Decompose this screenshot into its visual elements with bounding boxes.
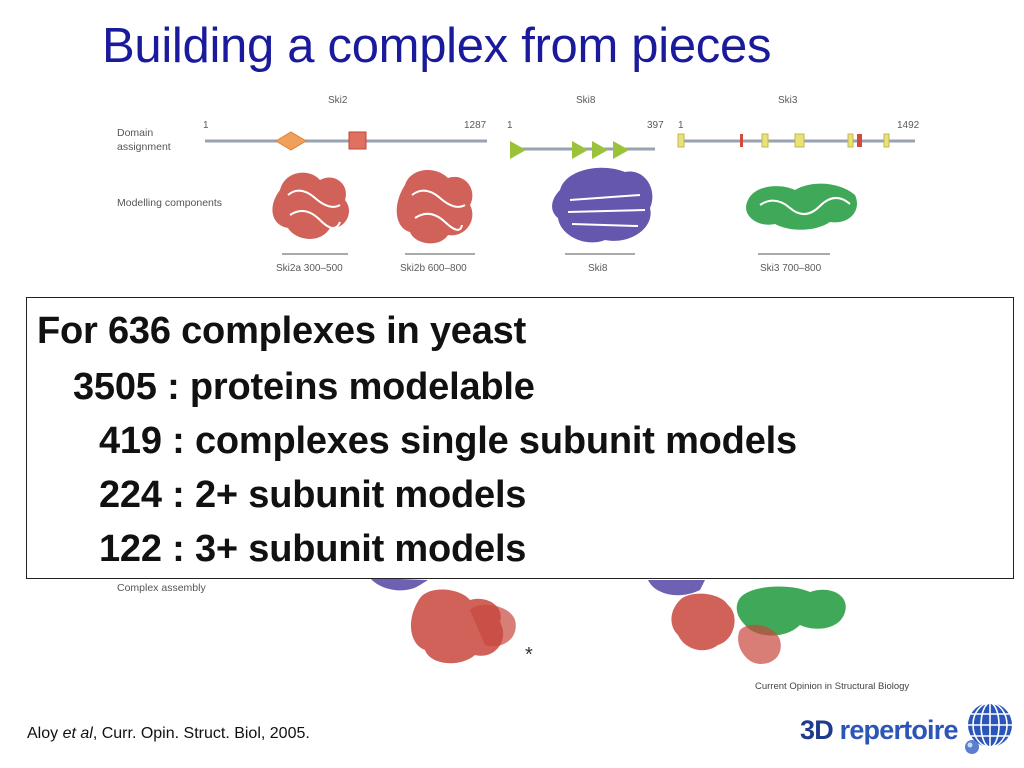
stats-line-3plus: 122 : 3+ subunit models [99, 528, 527, 570]
3d-repertoire-logo: 3D repertoire [800, 702, 1015, 761]
row-label-domain-2: assignment [117, 141, 171, 153]
ski3-tpr-motif [677, 133, 685, 148]
citation-journal: , Curr. Opin. Struct. Biol, 2005. [92, 725, 310, 742]
ski2b-structure [396, 169, 473, 244]
slide-title: Building a complex from pieces [102, 19, 772, 73]
ski3-end: 1492 [897, 120, 920, 131]
ski8-end: 397 [647, 120, 664, 131]
logo-repertoire: repertoire [839, 715, 959, 745]
ski3-tpr-motif [847, 133, 854, 148]
citation: Aloy et al, Curr. Opin. Struct. Biol, 20… [27, 725, 310, 743]
logo-text: 3D repertoire [800, 715, 958, 746]
citation-authors: Aloy [27, 725, 63, 742]
row-label-assembly: Complex assembly [117, 582, 206, 594]
ski2-name: Ski2 [328, 95, 348, 106]
assembly-model-right [648, 580, 846, 664]
ski2-end: 1287 [464, 120, 487, 131]
ski3-start: 1 [678, 120, 684, 131]
component-label-ski8: Ski8 [588, 263, 608, 274]
ski2a-structure [272, 172, 350, 239]
ski8-wd-repeat [613, 141, 629, 159]
logo-3d: 3D [800, 715, 840, 745]
ski3-tpr-motif [761, 133, 769, 148]
ski3-motif-red [857, 134, 862, 147]
ski8-wd-repeat [572, 141, 588, 159]
row-label-modelling: Modelling components [117, 197, 222, 209]
globe-icon [965, 702, 1012, 754]
ski3-structure [746, 183, 858, 230]
ski3-tpr-motif [794, 133, 805, 148]
ski3-tpr-motif [883, 133, 890, 148]
row-label-domain-1: Domain [117, 127, 153, 139]
stats-box: For 636 complexes in yeast 3505 : protei… [26, 297, 1014, 579]
ski8-start: 1 [507, 120, 513, 131]
ski2-helicase-domain-diamond [275, 131, 307, 151]
stats-line-proteins: 3505 : proteins modelable [73, 366, 535, 408]
component-label-ski3: Ski3 700–800 [760, 263, 822, 274]
component-label-ski2a: Ski2a 300–500 [276, 263, 343, 274]
citation-etal: et al [62, 725, 93, 742]
assembly-model-left [370, 578, 516, 664]
ski8-wd-repeat [510, 141, 526, 159]
figure-credit: Current Opinion in Structural Biology [755, 681, 909, 692]
ski3-name: Ski3 [778, 95, 798, 106]
ski8-wd-repeat [592, 141, 608, 159]
ski8-name: Ski8 [576, 95, 596, 106]
stats-line-2plus: 224 : 2+ subunit models [99, 474, 527, 516]
stats-line-single-subunit: 419 : complexes single subunit models [99, 420, 797, 462]
ski2-domain-square [348, 131, 367, 150]
asterisk-marker: * [525, 644, 533, 666]
stats-heading: For 636 complexes in yeast [37, 310, 527, 352]
ski2-start: 1 [203, 120, 209, 131]
component-label-ski2b: Ski2b 600–800 [400, 263, 467, 274]
ski3-motif-red [740, 134, 743, 147]
ski8-structure [552, 167, 653, 243]
